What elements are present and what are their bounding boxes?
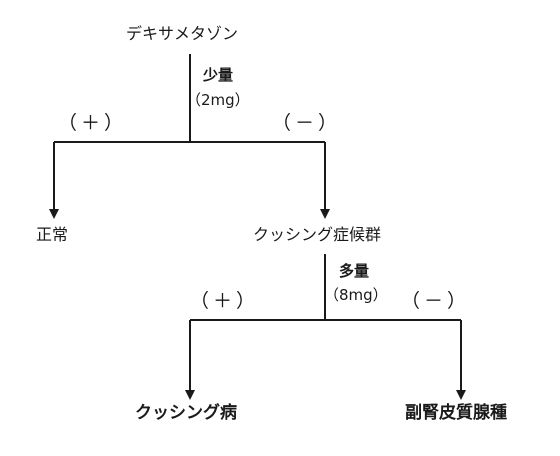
step1-positive-result: 正常	[36, 225, 69, 244]
step1-positive-sign: （＋）	[58, 112, 128, 134]
root-drug-label: デキサメタゾン	[126, 24, 239, 43]
step2-negative-sign: （－）	[401, 290, 471, 312]
step2-negative-result: 副腎皮質腺種	[405, 403, 507, 423]
step1-negative-result: クッシング症候群	[253, 225, 382, 244]
step1-dose-amount: （2mg）	[186, 91, 250, 109]
step2-positive-sign: （＋）	[190, 290, 260, 312]
step2-dose-amount: （8mg）	[324, 286, 388, 304]
step1-dose-label: 少量	[203, 66, 234, 84]
step2-dose-label: 多量	[339, 262, 370, 280]
step2-positive-result: クッシング病	[135, 403, 237, 423]
step1-negative-sign: （－）	[272, 112, 342, 134]
